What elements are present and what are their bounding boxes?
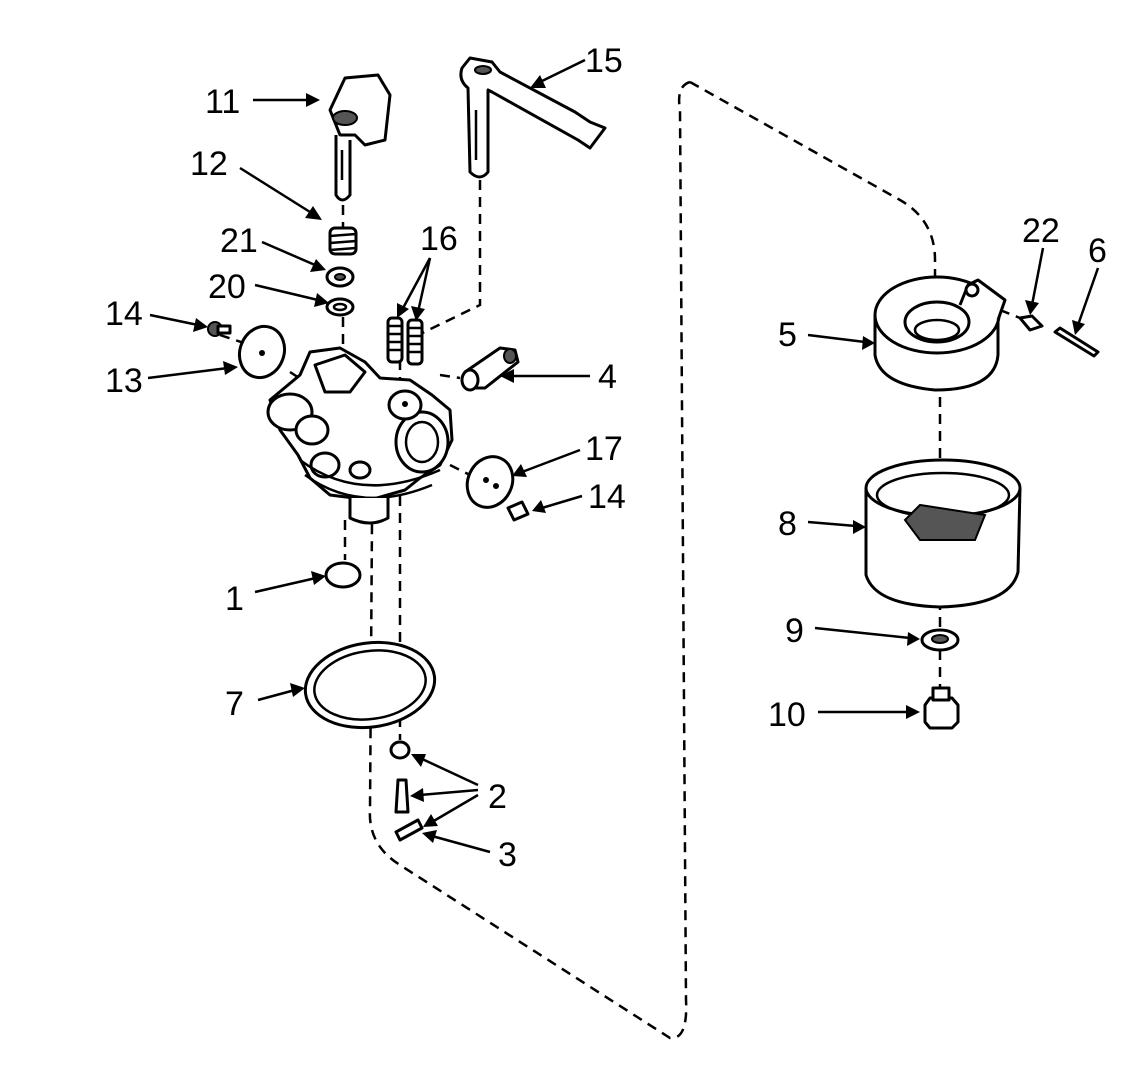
part-1-plug	[324, 561, 362, 589]
callout-21: 21	[220, 222, 258, 260]
assembly-boundary-dashed-upper	[689, 80, 937, 290]
part-2-needle-and-seat	[389, 740, 411, 814]
part-13-throttle-plate	[237, 324, 287, 380]
part-15-lever	[459, 56, 607, 179]
part-9-washer	[920, 628, 960, 652]
callout-10: 10	[768, 696, 806, 734]
callout-14-left: 14	[105, 295, 143, 333]
part-10-bowl-nut	[923, 686, 960, 730]
callout-6: 6	[1088, 232, 1107, 270]
part-4-inlet-fitting	[460, 346, 520, 392]
callout-17: 17	[585, 430, 623, 468]
callout-2: 2	[488, 778, 507, 816]
part-20-o-ring	[325, 297, 355, 317]
carburetor-body	[266, 346, 454, 525]
part-16-adjust-screws	[386, 316, 424, 366]
part-12-spring	[328, 226, 358, 256]
callout-16: 16	[420, 220, 458, 258]
part-7-gasket-ring	[303, 640, 437, 730]
callout-8: 8	[778, 505, 797, 543]
callout-12: 12	[190, 145, 228, 183]
callout-4: 4	[598, 358, 617, 396]
callout-5: 5	[778, 316, 797, 354]
assembly-boundary-dashed	[368, 80, 691, 1040]
part-21-washer	[325, 266, 355, 288]
callout-7: 7	[225, 685, 244, 723]
callout-15: 15	[585, 42, 623, 80]
callout-20: 20	[208, 268, 246, 306]
part-14-screw-right	[506, 500, 530, 522]
part-6-float-pin	[1053, 326, 1100, 358]
callout-3: 3	[498, 836, 517, 874]
callout-1: 1	[225, 580, 244, 618]
callout-13: 13	[105, 362, 143, 400]
callout-22: 22	[1022, 212, 1060, 250]
part-5-float	[873, 275, 1007, 392]
leader-lines	[147, 58, 1100, 854]
callout-11: 11	[205, 83, 240, 121]
part-11-knob	[328, 73, 392, 202]
part-22-float-spring	[1018, 314, 1044, 332]
part-3-clip	[394, 818, 424, 842]
callout-14-right: 14	[588, 478, 626, 516]
part-14-screw-left	[207, 321, 232, 337]
part-17-choke-plate	[465, 455, 515, 509]
callout-9: 9	[785, 612, 804, 650]
callout-labels: 11 12 21 20 14 13 16 15 4 17 14 1 7 2 3 …	[105, 42, 1107, 874]
part-8-float-bowl	[864, 458, 1022, 609]
